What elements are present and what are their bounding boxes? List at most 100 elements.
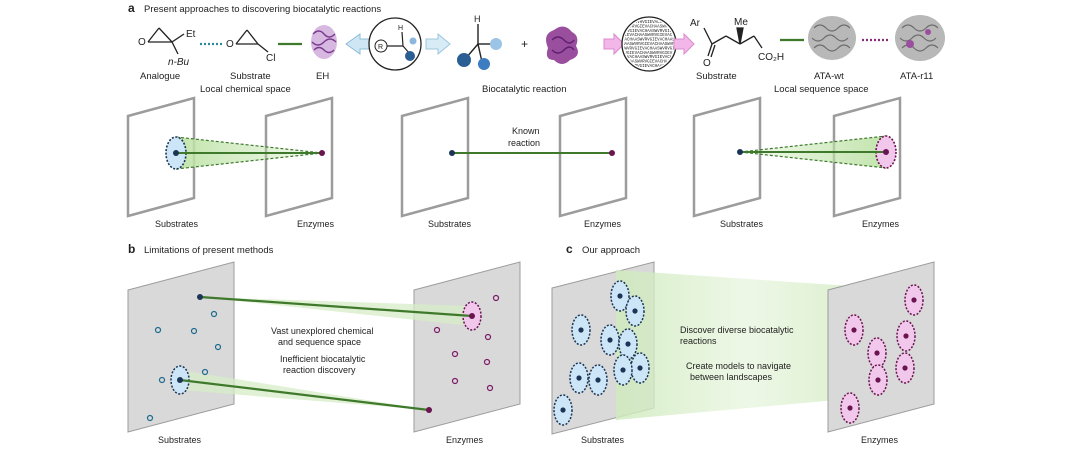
c-enzymes-label: Enzymes — [861, 435, 899, 445]
ball-model-h: H — [474, 14, 481, 24]
enzyme-open-dot — [486, 384, 494, 392]
substrate-dot — [617, 293, 623, 299]
sequence-line: AASWVRVGIEVACHAASWVRVGIE — [622, 65, 683, 69]
b-text1-line1: Vast unexplored chemical — [271, 326, 373, 336]
mechanism-circle — [368, 17, 422, 71]
known-label-1: Known — [512, 126, 540, 136]
substrate-ball-model — [457, 24, 502, 70]
sequence-line: SWVRVGIEVACHAASWVRVGIEVA — [622, 47, 683, 51]
biocatalytic-reaction-label: Biocatalytic reaction — [482, 84, 566, 95]
c-text2-line2: between landscapes — [690, 372, 773, 382]
panel-c-letter: c — [566, 242, 573, 256]
ata-r11-protein-icon — [895, 15, 945, 61]
mechanism-r: R — [378, 44, 383, 51]
sequence-line: ASWVRVGIEVACHAASWVRVGIEV — [622, 25, 683, 29]
substrate-right-molecule — [703, 27, 763, 58]
sequence-line: RVGIEVACHAASWVRVGIEVACHA — [622, 52, 683, 56]
substrate-open-dot — [201, 368, 209, 376]
substrate-open-dot — [210, 310, 218, 318]
substrate-open-dot — [154, 326, 162, 334]
enzyme-open-dot — [483, 358, 491, 366]
enzyme-dot — [851, 327, 857, 333]
b-text2-line2: reaction discovery — [283, 365, 356, 375]
enzyme-purple-icon — [546, 26, 578, 65]
arrow-right-blue-icon — [425, 32, 451, 56]
substrate-dot — [560, 407, 566, 413]
sequence-line: CHAASWVRVGIEVACHAASWVRVG — [622, 21, 683, 25]
enzyme-open-dot — [451, 377, 459, 385]
enzyme-dot — [875, 377, 881, 383]
substrate-open-dot — [214, 343, 222, 351]
substrate-dot — [637, 365, 643, 371]
plane-pair-known — [400, 96, 628, 218]
substrate-right-co2h: CO₂H — [758, 52, 784, 63]
panel-b-letter: b — [128, 242, 135, 256]
a3-substrates-label: Substrates — [720, 219, 764, 229]
known-label-2: reaction — [508, 138, 540, 148]
b-text2-line1: Inefficient biocatalytic — [280, 354, 366, 364]
panel-c-planes — [551, 261, 935, 435]
enzyme-dot — [902, 365, 908, 371]
sequence-line: ACHAASWVRVGIEVACHAASWVRV — [622, 61, 683, 65]
local-chemical-space-label: Local chemical space — [200, 84, 291, 95]
enzyme-open-dot — [451, 350, 459, 358]
b-enzymes-label: Enzymes — [446, 435, 484, 445]
panel-c-title: Our approach — [582, 245, 640, 256]
enzyme-dot — [903, 333, 909, 339]
panel-a-title: Present approaches to discovering biocat… — [144, 4, 381, 15]
sequence-line: VACHAASWVRVGIEVACHAASWVR — [622, 39, 683, 43]
enzyme-open-dot — [484, 333, 492, 341]
panel-b-title: Limitations of present methods — [144, 245, 274, 256]
substrate-open-dot — [146, 414, 154, 422]
eh-enzyme-icon — [311, 25, 337, 59]
ata-r11-label: ATA-r11 — [900, 71, 933, 82]
substrate-dot — [578, 327, 584, 333]
sequence-line: GIEVACHAASWVRVGIEVACHAAS — [622, 34, 683, 38]
substrate-left-o: O — [226, 39, 234, 50]
b-substrates-label: Substrates — [158, 435, 202, 445]
sequence-line: IEVACHAASWVRVGIEVACHAASW — [622, 56, 683, 60]
b-text1-line2: and sequence space — [278, 337, 361, 347]
analogue-nbu: n-Bu — [168, 57, 190, 68]
arrow-right-pink2-icon — [673, 32, 695, 56]
sequence-circle: CHAASWVRVGIEVACHAASWVRVGASWVRVGIEVACHAAS… — [621, 16, 683, 72]
plane-pair-chemical — [126, 96, 334, 218]
local-sequence-space-label: Local sequence space — [774, 84, 869, 95]
substrate-right-me: Me — [734, 17, 748, 28]
substrate-dot — [607, 337, 613, 343]
substrate-dot — [576, 375, 582, 381]
a1-enzymes-label: Enzymes — [297, 219, 335, 229]
enzyme-open-dot — [492, 294, 500, 302]
panel-b-planes — [127, 261, 521, 433]
analogue-label: Analogue — [140, 71, 180, 82]
substrate-open-dot — [158, 376, 166, 384]
enzyme-open-dot — [433, 326, 441, 334]
substrate-open-dot — [190, 327, 198, 335]
enzyme-dot — [847, 405, 853, 411]
c-text1-line1: Discover diverse biocatalytic — [680, 325, 794, 335]
substrate-left-label: Substrate — [230, 71, 271, 82]
a3-enzymes-label: Enzymes — [862, 219, 900, 229]
substrate-right-label: Substrate — [696, 71, 737, 82]
plus-sign: + — [521, 37, 528, 51]
a2-enzymes-label: Enzymes — [584, 219, 622, 229]
enzyme-dot — [911, 297, 917, 303]
a2-substrates-label: Substrates — [428, 219, 472, 229]
substrate-dot — [632, 308, 638, 314]
analogue-et: Et — [186, 29, 196, 40]
substrate-dot — [620, 367, 626, 373]
substrate-left-molecule — [235, 29, 269, 53]
a1-substrates-label: Substrates — [155, 219, 199, 229]
arrow-right-pink-icon — [603, 32, 625, 56]
substrate-right-ar: Ar — [690, 18, 701, 29]
plane-pair-sequence — [692, 96, 902, 218]
c-text2-line1: Create models to navigate — [686, 361, 791, 371]
c-text1-line2: reactions — [680, 336, 717, 346]
mechanism-h: H — [398, 25, 403, 32]
analogue-o: O — [138, 37, 146, 48]
substrate-right-o: O — [703, 58, 711, 69]
ata-wt-label: ATA-wt — [814, 71, 844, 82]
enzyme-dot — [874, 350, 880, 356]
eh-label: EH — [316, 71, 329, 82]
substrate-left-cl: Cl — [266, 53, 275, 64]
